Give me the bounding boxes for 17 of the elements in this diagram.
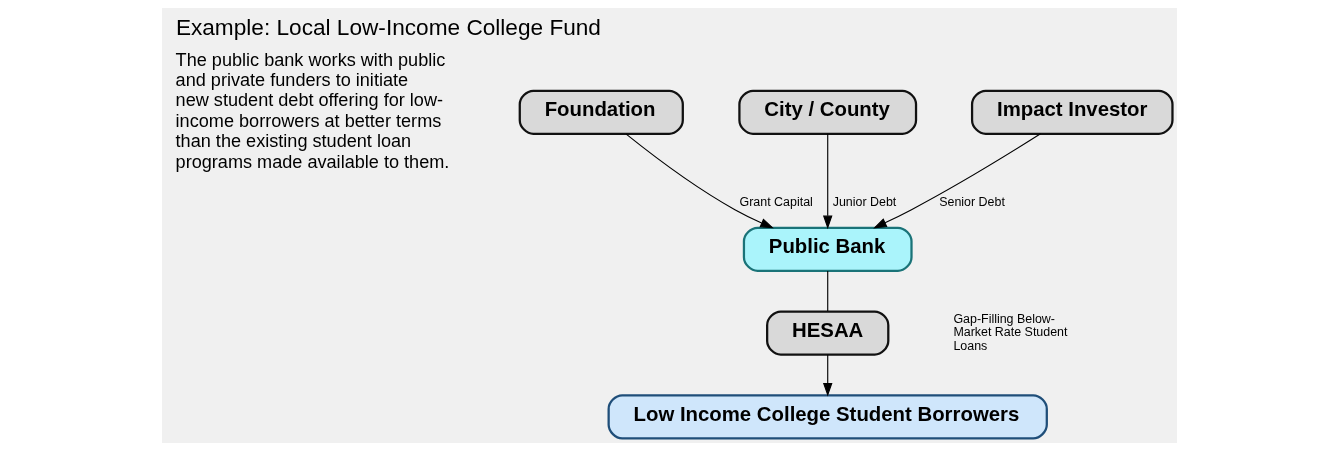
node-box: HESAA (765, 310, 889, 356)
edge-label: Junior Debt (832, 195, 896, 210)
label: Gap-Filling Below-Market Rate Student Loans (952, 311, 1067, 353)
diagram-title: Example: Local Low-Income College Fund (175, 15, 601, 41)
edge-label: Grant Capital (739, 195, 813, 210)
arrow (872, 133, 1041, 229)
node-box: Impact Investor (970, 89, 1174, 135)
node-box: City / County (737, 89, 917, 135)
arrow (625, 133, 774, 229)
edge-label: Senior Debt (938, 195, 1005, 210)
arrow (822, 354, 832, 397)
arrow (822, 133, 832, 230)
node-box: Public Bank (742, 226, 913, 272)
node-box: Foundation (518, 89, 684, 135)
node-box: Low Income College Student Borrowers (607, 394, 1048, 440)
label: The public bank works with public and private funders to initiate new student debt offering for low-income borrowers at better terms than the existing student loan programs made available to them. (175, 49, 449, 172)
connector (826, 270, 828, 312)
